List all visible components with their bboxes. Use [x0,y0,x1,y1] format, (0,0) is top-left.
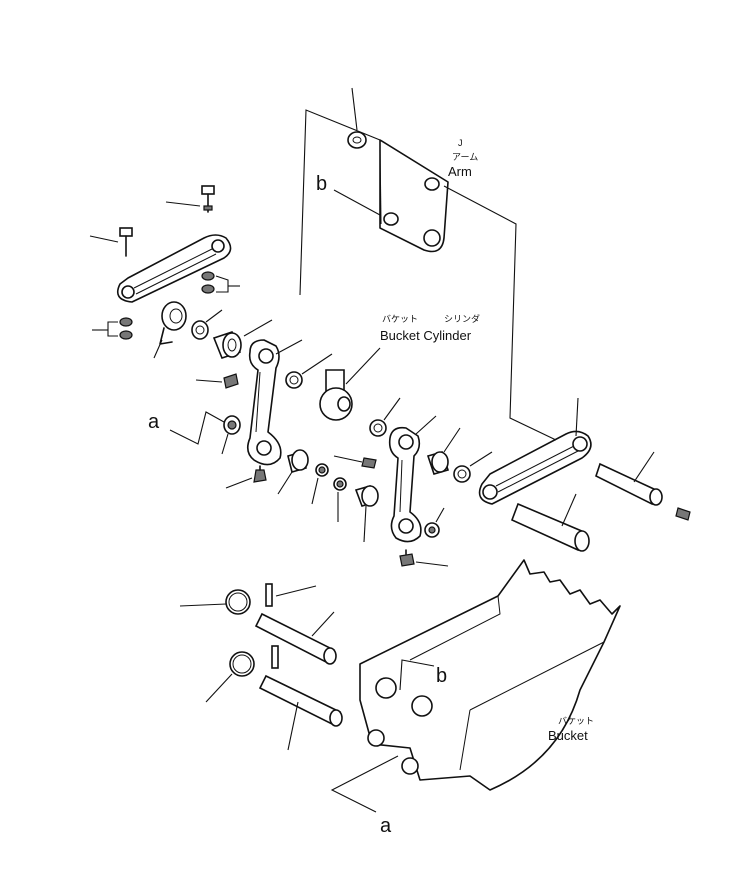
ref-a-top: a [148,411,160,433]
bucket-cylinder-label-en: Bucket Cylinder [380,328,472,343]
washer-left-b [285,371,303,389]
bushing-3 [287,449,309,473]
nuts-left-upper [201,271,215,294]
grease-fitting-mid [361,457,377,469]
ring-right [453,465,471,483]
bushing-2 [369,419,387,437]
ref-a-bottom: a [380,815,392,837]
lock-pin-2 [271,645,279,669]
pin-right-upper [595,462,663,506]
pin-bottom-2 [258,674,343,727]
bucket-cylinder-rod-end [319,369,353,421]
shim-plate [159,301,187,345]
left-link [116,234,232,303]
ring-bottom-1 [225,589,251,615]
arm-label-jp: アーム [452,152,478,162]
bucket-cylinder-label-jp-left: バケット [382,314,418,324]
right-side-link [388,426,422,543]
pin-bottom-1 [254,612,337,665]
ring-bottom-2 [229,651,255,677]
arm-washer-top [347,131,367,149]
pin-right-lower [510,502,590,552]
left-side-link [246,339,282,466]
nuts-left-lower [119,317,133,340]
grease-fitting-left [223,373,239,389]
arm-part [379,139,449,253]
ring-mid-2 [333,477,347,491]
bushing-5 [426,451,450,475]
ring-mid-1 [315,463,329,477]
bushing-1 [212,331,242,359]
right-link [478,430,592,505]
grease-fitting-lower [253,465,267,483]
ref-b-top: b [316,173,327,195]
washer-left-a [223,415,241,435]
grease-fitting-right [399,549,415,567]
ref-b-bottom: b [436,665,447,687]
washer-right [424,522,440,538]
lock-pin-1 [265,583,273,607]
bushing-4 [354,485,379,507]
bucket-cylinder-label-jp-right: シリンダ [444,313,480,324]
arm-label-en: Arm [448,164,472,179]
bucket-label-en: Bucket [548,728,588,743]
bucket-part [359,559,621,791]
bushing-ring-1 [191,320,209,340]
bolt-left-lower [119,227,133,257]
bucket-label-jp: バケット [558,716,594,726]
bolt-right [675,507,691,521]
bolt-left-upper [201,185,215,213]
arm-mark: J [458,138,463,148]
